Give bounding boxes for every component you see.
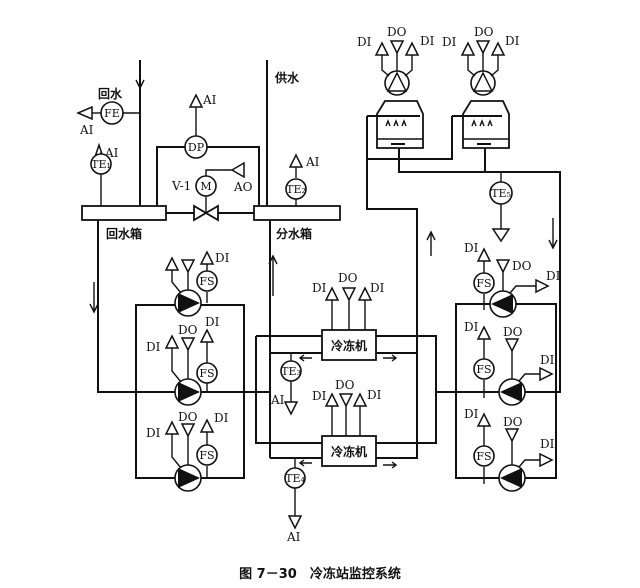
do-label: DO (335, 378, 355, 392)
di-label: DI (215, 251, 230, 265)
di-label: DI (505, 34, 520, 48)
di-label: DI (540, 353, 555, 367)
di-label: DI (546, 269, 561, 283)
di-label: DI (464, 407, 479, 421)
return-water-label: 回水 (98, 86, 123, 101)
dp-label: DP (188, 141, 205, 154)
left-pump-3: DI DO FS DI (146, 410, 229, 492)
di-label: DI (464, 241, 479, 255)
di-label: DI (442, 35, 457, 49)
chiller-1-label: 冷冻机 (331, 338, 367, 353)
return-header-tank (81, 205, 167, 221)
di-label: DI (420, 34, 435, 48)
cooling-tower-2 (452, 40, 510, 149)
right-pump-2: DO DI FS DI (464, 320, 555, 406)
di-label: DI (146, 340, 161, 354)
ai-label: AI (79, 123, 94, 137)
fs-label: FS (476, 450, 491, 463)
motor-label: M (200, 180, 211, 193)
fe-label: FE (104, 107, 120, 120)
ao-label: AO (233, 180, 253, 194)
fs-label: FS (199, 275, 214, 288)
fs-label: FS (476, 363, 491, 376)
supply-water-label: 供水 (274, 70, 300, 85)
di-label: DI (464, 320, 479, 334)
ai-label: AI (202, 93, 217, 107)
ao-signal-icon (230, 161, 245, 179)
di-label: DI (367, 388, 382, 402)
di-label: DI (370, 281, 385, 295)
te3-label: TE₃ (281, 365, 301, 378)
fs-label: FS (476, 277, 491, 290)
valve-label: V-1 (171, 179, 191, 193)
left-pump-2: DI DO FS DI (146, 315, 220, 406)
do-label: DO (503, 415, 523, 429)
figure-caption: 图 7－30 冷冻站监控系统 (239, 566, 401, 582)
te4-label: TE₄ (285, 472, 305, 485)
di-label: DI (540, 437, 555, 451)
fs-label: FS (199, 367, 214, 380)
di-signal-icon (164, 256, 180, 271)
di-label: DI (312, 389, 327, 403)
do-label: DO (338, 271, 358, 285)
supply-header-label: 分水箱 (276, 226, 312, 241)
do-label: DO (387, 25, 407, 39)
di-label: DI (214, 411, 229, 425)
fs-label: FS (199, 449, 214, 462)
di-label: DI (205, 315, 220, 329)
do-label: DO (178, 410, 198, 424)
chiller-2-label: 冷冻机 (331, 444, 367, 459)
do-label: DO (503, 325, 523, 339)
te1-label: TE₁ (91, 158, 111, 171)
right-pump-1: DO DI FS DI (464, 241, 561, 318)
supply-header-tank (253, 205, 341, 221)
di-label: DI (312, 281, 327, 295)
chiller-2 (321, 435, 377, 467)
di-label: DI (146, 426, 161, 440)
ai-signal-icon (188, 93, 204, 108)
cooling-tower-1 (367, 40, 424, 149)
ai-label: AI (305, 155, 320, 169)
do-label: DO (178, 323, 198, 337)
di-label: DI (357, 35, 372, 49)
right-pump-3: DO DI FS DI (464, 407, 555, 492)
te2-label: TE₂ (286, 183, 306, 196)
ai-signal-icon (288, 153, 304, 168)
ai-signal-icon (76, 105, 93, 121)
flow-arrow-down (135, 62, 145, 90)
te5-label: TE₅ (491, 187, 511, 200)
ai-label: AI (286, 530, 301, 544)
bypass-valve (193, 204, 208, 222)
do-label: DO (474, 25, 494, 39)
do-label: DO (512, 259, 532, 273)
return-header-label: 回水箱 (106, 226, 142, 241)
ai-label: AI (270, 393, 285, 407)
do-signal-icon (180, 259, 196, 274)
left-pump-1: FS DI (164, 250, 230, 317)
